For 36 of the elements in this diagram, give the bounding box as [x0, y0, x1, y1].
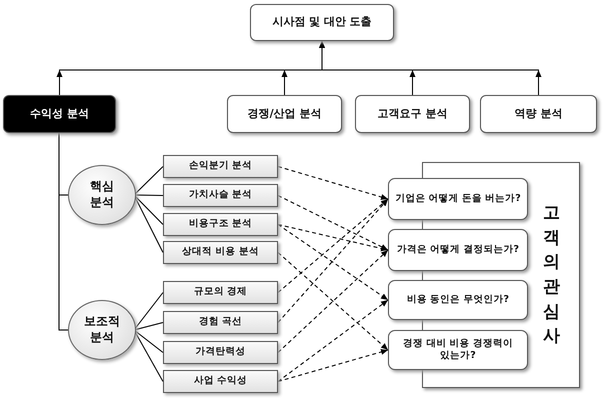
category-ellipse: 핵심 분석	[68, 165, 136, 225]
dashed-arrow	[278, 349, 388, 382]
panel-title: 고객의관심사	[542, 202, 561, 348]
method-box: 규모의 경제	[163, 281, 278, 304]
method-box: 손익분기 분석	[163, 155, 278, 178]
dashed-arrow	[278, 198, 388, 323]
dashed-arrow	[278, 300, 388, 382]
arrow	[319, 40, 539, 96]
dashed-arrow	[278, 198, 388, 293]
analysis-box: 역량 분석	[480, 95, 597, 133]
dashed-arrow	[278, 195, 388, 250]
analysis-box: 경쟁/산업 분석	[227, 95, 342, 133]
analysis-box: 고객요구 분석	[355, 95, 470, 133]
method-box: 가격탄력성	[163, 341, 278, 364]
result-box: 시사점 및 대안 도출	[250, 4, 394, 41]
connector-line	[134, 194, 164, 225]
connector-line	[134, 166, 164, 196]
dashed-arrow	[278, 224, 388, 300]
method-box: 경험 곡선	[163, 311, 278, 334]
connector-line	[134, 292, 164, 330]
question-box: 비용 동인은 무엇인가?	[388, 280, 528, 320]
connector-line	[134, 330, 164, 353]
question-box: 기업은 어떻게 돈을 버는가?	[388, 178, 528, 220]
dashed-arrow	[278, 224, 388, 252]
connector-line	[58, 132, 68, 330]
dashed-arrow	[278, 166, 388, 200]
connector-line	[134, 322, 164, 330]
method-box: 상대적 비용 분석	[163, 241, 278, 264]
question-box: 경쟁 대비 비용 경쟁력이 있는가?	[388, 330, 528, 370]
analysis-box: 수익성 분석	[3, 95, 116, 133]
method-box: 가치사슬 분석	[163, 184, 278, 207]
connector-line	[134, 194, 164, 196]
question-box: 가격은 어떻게 결정되는가?	[388, 229, 528, 271]
method-box: 사업 수익성	[163, 370, 278, 393]
method-box: 비용구조 분석	[163, 213, 278, 236]
category-ellipse: 보조적 분석	[68, 300, 136, 360]
